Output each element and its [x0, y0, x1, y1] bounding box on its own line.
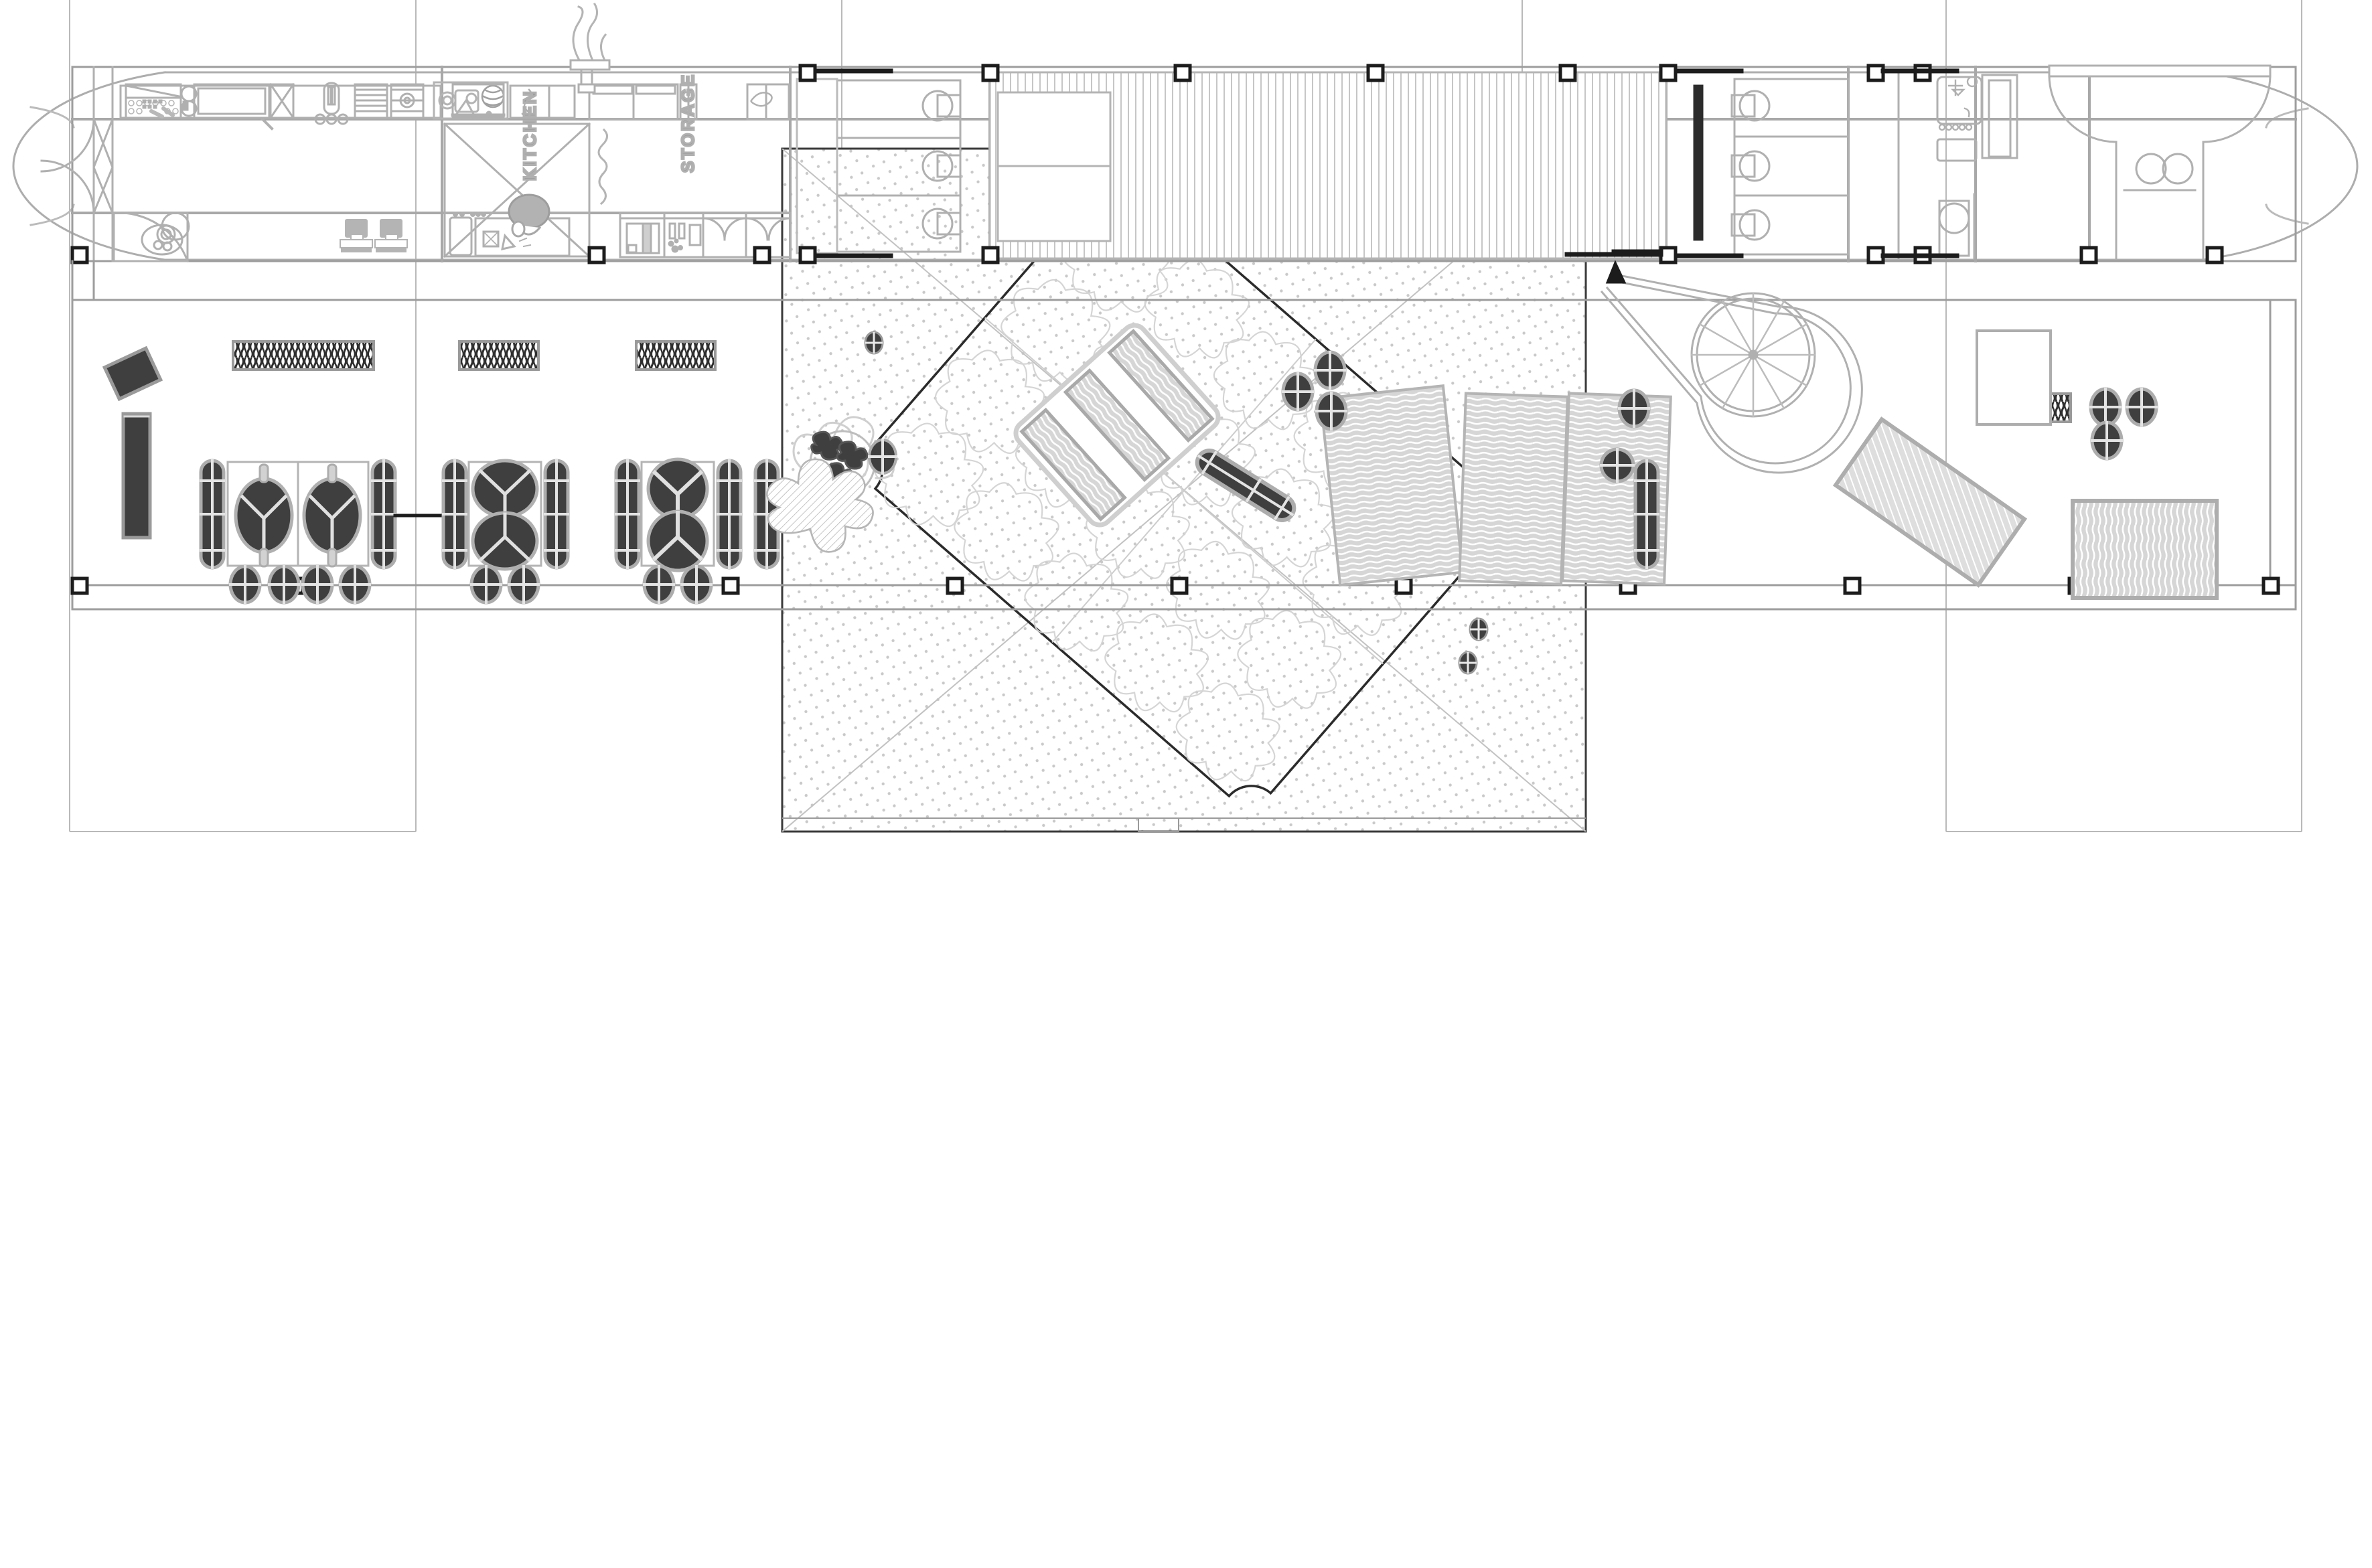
bench: [614, 459, 743, 570]
stool: [228, 564, 372, 605]
sprout-icon: [521, 88, 532, 119]
panel-dark: [102, 345, 163, 540]
mirror-icon: [1988, 79, 2012, 158]
east-lounge: [2048, 64, 2272, 259]
bench: [1633, 459, 1660, 570]
shower-icon: [1938, 76, 1978, 131]
shelf-rack-icon: [354, 83, 388, 119]
sideboard: [1976, 329, 2052, 426]
pipe-line: [597, 128, 608, 206]
sink-icon: [180, 83, 271, 119]
east-bathroom: [1897, 71, 2018, 259]
workstation-icon: [340, 219, 408, 252]
panel-dark: [1195, 449, 1296, 522]
kitchen-counter: [119, 82, 442, 131]
cooktop-icon: [125, 83, 182, 119]
oven-icon: [269, 82, 295, 120]
lower-plan: KITCHEN: [0, 0, 2372, 718]
rug-light: [1832, 416, 2219, 600]
dining-set-2: [441, 459, 570, 605]
wc-bank-1: [796, 78, 962, 254]
bench: [199, 459, 397, 570]
stool: [868, 439, 897, 475]
dining-set-1: [199, 459, 397, 605]
shoe-icon: [750, 92, 773, 107]
column-marker: [70, 64, 2224, 264]
site-south-edge-detail: [782, 817, 1586, 832]
seat-icon: [2162, 153, 2194, 185]
spiral-staircase: [1600, 260, 1863, 474]
stool: [1281, 350, 2158, 483]
round-table: [471, 459, 539, 571]
bench: [441, 459, 570, 570]
kitchen-block: KITCHEN: [443, 88, 591, 258]
bow-door-swings: [40, 66, 114, 262]
mat-striped: [1319, 384, 1672, 587]
storage-zone: STORAGE: [619, 72, 792, 258]
toilet-icon: [1730, 90, 1771, 241]
chimney-icon: [569, 59, 611, 94]
planter-foliage: [765, 416, 897, 553]
hatched-foliage: [765, 458, 874, 553]
stair-treads: [1690, 292, 1816, 418]
upper-cabinets: [451, 83, 790, 121]
seat-icon: [2135, 153, 2167, 185]
chair-symbol: [234, 463, 362, 568]
stool: [469, 564, 540, 605]
dining-set-3: [614, 457, 780, 605]
site-tree-symbol: [864, 331, 1489, 675]
toilet-icon: [921, 90, 962, 240]
slatted-deck: [988, 71, 1667, 260]
double-bed-icon: [588, 83, 679, 121]
round-table: [646, 457, 709, 572]
smoke-icon: [572, 2, 607, 61]
roof-grid: [984, 317, 1384, 665]
bottle-icon: [314, 82, 349, 125]
stool: [642, 564, 713, 605]
hull-outline: [12, 71, 2359, 261]
burner-icon: [390, 83, 425, 119]
room-label-kitchen: KITCHEN: [520, 89, 540, 181]
food-prep-detail: [433, 81, 509, 120]
sliding-door: [814, 68, 1959, 258]
vanity-basin-icon: [1936, 138, 1978, 162]
wc-bank-2: [1693, 78, 1850, 256]
utility-room: [113, 212, 190, 262]
toilet-icon: [1938, 200, 1970, 257]
lounger: [1013, 323, 1221, 528]
